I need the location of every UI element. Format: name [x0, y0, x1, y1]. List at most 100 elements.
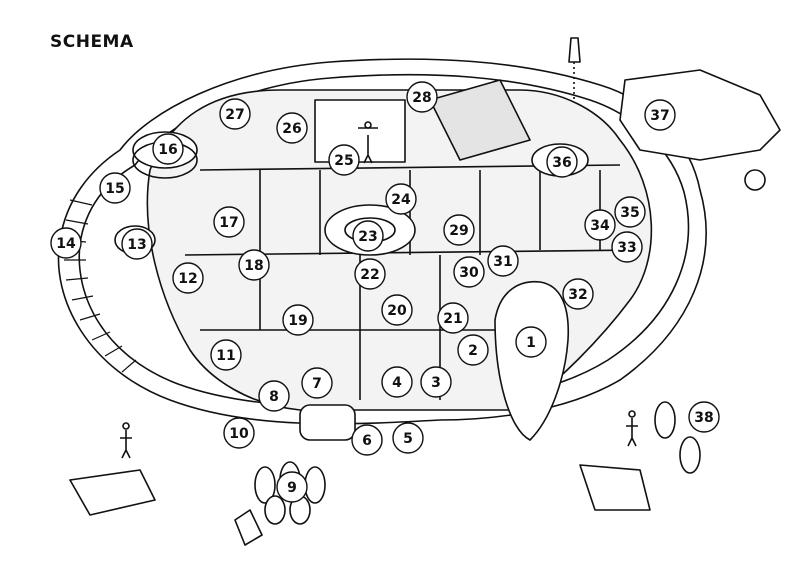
callout-label: 1 [526, 335, 536, 351]
callout-circle [381, 294, 413, 326]
callout-label: 6 [362, 433, 372, 449]
callout-30: 30 [453, 256, 485, 288]
callout-21: 21 [437, 302, 469, 334]
callout-label: 10 [229, 426, 249, 442]
callout-label: 22 [360, 267, 379, 283]
callout-label: 26 [282, 121, 301, 137]
callout-label: 16 [158, 142, 177, 158]
callout-3: 3 [420, 366, 452, 398]
probe-lander [234, 509, 263, 546]
callout-19: 19 [282, 304, 314, 336]
callout-label: 18 [244, 258, 263, 274]
callout-label: 15 [105, 181, 124, 197]
callout-20: 20 [381, 294, 413, 326]
callout-31: 31 [487, 245, 519, 277]
outer-rim [57, 58, 707, 425]
callout-circle [351, 424, 383, 456]
callout-circle [99, 172, 131, 204]
callout-38: 38 [688, 401, 720, 433]
callout-label: 38 [694, 410, 713, 426]
callout-25: 25 [328, 144, 360, 176]
callout-label: 9 [287, 480, 297, 496]
callout-33: 33 [611, 231, 643, 263]
callout-circle [487, 245, 519, 277]
callout-1: 1 [515, 326, 547, 358]
callout-circle [276, 112, 308, 144]
callout-circle [238, 249, 270, 281]
callout-circle [562, 278, 594, 310]
diagram-title: SCHEMA [50, 32, 134, 52]
callout-label: 3 [431, 375, 441, 391]
callout-26: 26 [276, 112, 308, 144]
callout-label: 5 [403, 431, 413, 447]
callout-29: 29 [443, 214, 475, 246]
callout-5: 5 [392, 422, 424, 454]
callout-label: 7 [312, 376, 322, 392]
ground-vehicle-left [69, 469, 156, 516]
callout-circle [301, 367, 333, 399]
callout-label: 14 [56, 236, 76, 252]
callout-circle [453, 256, 485, 288]
callout-label: 17 [219, 215, 238, 231]
rocket [568, 37, 581, 63]
callout-circle [688, 401, 720, 433]
callout-circle [457, 334, 489, 366]
callout-circle [223, 417, 255, 449]
inner-rim [78, 73, 690, 408]
upper-right-window [429, 79, 531, 161]
callout-label: 25 [334, 153, 353, 169]
callout-17: 17 [213, 206, 245, 238]
callout-circle [213, 206, 245, 238]
observation-window [314, 99, 406, 163]
callout-label: 21 [443, 311, 462, 327]
callout-32: 32 [562, 278, 594, 310]
human-figures [120, 121, 638, 459]
callout-37: 37 [644, 99, 676, 131]
callout-13: 13 [121, 228, 153, 260]
callout-label: 2 [468, 343, 478, 359]
callout-18: 18 [238, 249, 270, 281]
callout-label: 27 [225, 107, 244, 123]
callout-label: 30 [459, 265, 479, 281]
callout-16: 16 [152, 133, 184, 165]
orbital-vehicle [619, 69, 781, 161]
callout-circle [385, 183, 417, 215]
callout-circle [276, 471, 308, 503]
callout-label: 19 [288, 313, 307, 329]
cockpit-pod [494, 280, 570, 441]
callout-circle [352, 220, 384, 252]
callout-label: 13 [127, 237, 146, 253]
callout-circle [121, 228, 153, 260]
callout-circle [406, 81, 438, 113]
callout-circle [392, 422, 424, 454]
callout-circle [354, 258, 386, 290]
callout-label: 4 [392, 375, 402, 391]
callout-4: 4 [381, 366, 413, 398]
callout-circle [546, 146, 578, 178]
callout-label: 29 [449, 223, 468, 239]
callout-label: 20 [387, 303, 407, 319]
callout-2: 2 [457, 334, 489, 366]
callout-10: 10 [223, 417, 255, 449]
callout-circle [611, 231, 643, 263]
callout-14: 14 [50, 227, 82, 259]
callout-circle [644, 99, 676, 131]
callout-label: 37 [650, 108, 669, 124]
callout-circle [328, 144, 360, 176]
callout-7: 7 [301, 367, 333, 399]
callout-9: 9 [276, 471, 308, 503]
callout-label: 33 [617, 240, 636, 256]
callout-circle [172, 262, 204, 294]
lower-intake [299, 404, 356, 441]
callout-8: 8 [258, 380, 290, 412]
callout-circle [420, 366, 452, 398]
callout-27: 27 [219, 98, 251, 130]
callout-circle [381, 366, 413, 398]
callout-34: 34 [584, 209, 616, 241]
callout-15: 15 [99, 172, 131, 204]
callout-23: 23 [352, 220, 384, 252]
callout-circle [614, 196, 646, 228]
